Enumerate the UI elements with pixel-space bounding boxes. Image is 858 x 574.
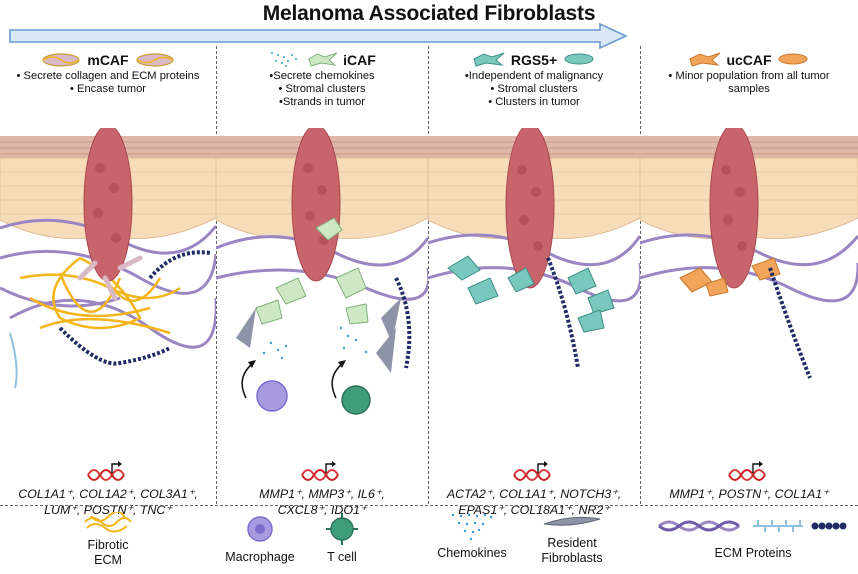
chemokine-icon (451, 513, 493, 541)
legend-ecm-proteins: ECM Proteins (650, 512, 856, 561)
icaf-cell-icon (308, 52, 337, 67)
panel-name: mCAF (87, 52, 129, 68)
panel-name: ucCAF (726, 52, 772, 68)
tissue-scene (0, 128, 216, 389)
panel-name: RGS5+ (510, 52, 558, 68)
tissue-scene (216, 128, 428, 415)
panel-line: • Minor population from all tumor (668, 70, 830, 82)
panel-line: • Stromal clusters (278, 83, 366, 95)
legend-resident-fibroblasts: Resident Fibroblasts (524, 512, 620, 566)
dna-icon (301, 461, 339, 481)
panel-icaf: iCAF •Secrete chemokines • Stromal clust… (216, 46, 428, 517)
fibrotic-ecm-icon (84, 510, 132, 533)
legend-divider (0, 505, 858, 506)
gene-line: COL1A1⁺, COL1A2⁺, COL3A1⁺, (18, 487, 198, 501)
figure-title: Melanoma Associated Fibroblasts (262, 2, 596, 25)
legend-fibrotic-ecm: Fibrotic ECM (76, 510, 140, 568)
panel-header: ucCAF • Minor population from all tumor … (640, 46, 858, 96)
gene-line: MMP1⁺, POSTN⁺, COL1A1⁺ (669, 487, 829, 501)
gene-markers: MMP1⁺, POSTN⁺, COL1A1⁺ (640, 461, 858, 502)
gene-line: LUM⁺, POSTN⁺, TNC⁺ (44, 503, 172, 517)
fibrotic-cell-icon (42, 53, 80, 67)
legend-macrophage: Macrophage (218, 512, 302, 565)
gene-line: ACTA2⁺, COL1A1⁺, NOTCH3⁺, (446, 487, 622, 501)
gene-markers: ACTA2⁺, COL1A1⁺, NOTCH3⁺, EPAS1⁺, COL18A… (428, 461, 640, 518)
panel-name: iCAF (343, 52, 376, 68)
legend-label: Resident Fibroblasts (541, 536, 603, 565)
panel-header: mCAF • Secrete collagen and ECM proteins… (0, 46, 216, 96)
gene-line: CXCL8⁺, IDO1⁺ (277, 503, 367, 517)
legend-t-cell: T cell (312, 512, 372, 565)
panel-line: •Secrete chemokines (269, 70, 375, 82)
rgs5-cell-icon (564, 53, 594, 65)
dna-icon (728, 461, 766, 481)
legend-label: Fibrotic ECM (87, 538, 129, 567)
legend-chemokines: Chemokines (430, 512, 514, 561)
legend-label: Macrophage (225, 550, 295, 564)
gene-markers: COL1A1⁺, COL1A2⁺, COL3A1⁺, LUM⁺, POSTN⁺,… (0, 461, 216, 518)
legend-label: T cell (327, 550, 357, 564)
panel-line: samples (728, 83, 770, 95)
fibrotic-cell-icon (136, 53, 174, 67)
panel-line: •Strands in tumor (279, 96, 365, 108)
macrophage-icon (247, 516, 273, 542)
tissue-scene (640, 128, 858, 379)
uccaf-cell-icon (689, 52, 721, 67)
dna-icon (513, 461, 551, 481)
t-cell-icon (326, 513, 358, 545)
chemokine-icon (271, 52, 298, 67)
panel-header: RGS5+ •Independent of malignancy • Strom… (428, 46, 640, 109)
panel-header: iCAF •Secrete chemokines • Stromal clust… (216, 46, 428, 109)
gene-markers: MMP1⁺, MMP3⁺, IL6⁺, CXCL8⁺, IDO1⁺ (216, 461, 428, 518)
panel-divider (216, 46, 217, 504)
rgs5-cell-icon (473, 52, 505, 67)
panel-divider (640, 46, 641, 504)
ecm-proteins-icon (658, 520, 847, 532)
gene-line: EPAS1⁺, COL18A1⁺, NR2⁺ (458, 503, 610, 517)
legend-label: Chemokines (437, 546, 507, 560)
panel-line: • Stromal clusters (490, 83, 578, 95)
tissue-scene (428, 128, 640, 369)
uccaf-cell-icon (778, 53, 808, 65)
legend-label: ECM Proteins (714, 546, 792, 560)
progression-arrow (9, 22, 628, 50)
panel-divider (428, 46, 429, 504)
panel-line: • Encase tumor (69, 83, 147, 95)
resident-fibroblast-icon (543, 516, 601, 526)
panel-rgs5: RGS5+ •Independent of malignancy • Strom… (428, 46, 640, 517)
gene-line: MMP1⁺, MMP3⁺, IL6⁺, (259, 487, 385, 501)
dna-icon (87, 461, 125, 481)
panel-line: • Secrete collagen and ECM proteins (16, 70, 200, 82)
panel-mcaf: mCAF • Secrete collagen and ECM proteins… (0, 46, 216, 517)
panel-line: •Independent of malignancy (464, 70, 604, 82)
panel-uccaf: ucCAF • Minor population from all tumor … (640, 46, 858, 502)
panel-line: • Clusters in tumor (488, 96, 580, 108)
